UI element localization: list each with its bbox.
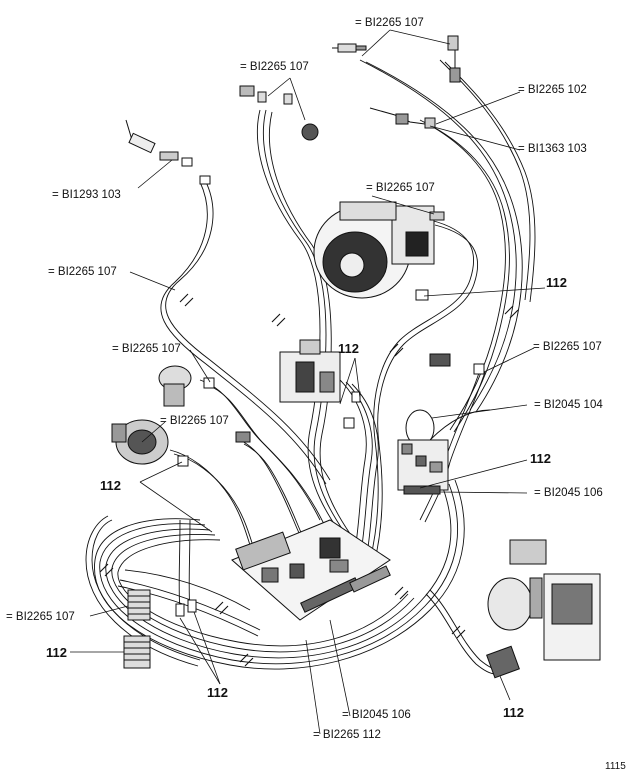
electrode [369,107,436,129]
label-bi2265-107-topleft: = BI2265 107 [240,61,309,73]
label-bi1363-103: = BI1363 103 [518,143,587,155]
label-bi2265-107-motor: = BI2265 107 [160,415,229,427]
label-bi2045-104: = BI2045 104 [534,399,603,411]
ref-112-left: 112 [100,478,121,493]
cut-marks [99,293,519,667]
label-bi2265-107-left: = BI2265 107 [48,266,117,278]
ref-112-pump: 112 [503,705,524,720]
cable-bundles [85,59,536,675]
label-bi2045-106-right: = BI2045 106 [534,487,603,499]
ref-112-fan: 112 [546,275,567,290]
pressure-switch [158,365,215,407]
probe-bi1293 [125,119,211,185]
pcb-right [397,439,449,495]
connector-right-mid [429,353,485,375]
label-bi1293-103: = BI1293 103 [52,189,121,201]
probe-top [332,43,367,53]
label-bi2265-107-bottomleft: = BI2265 107 [6,611,75,623]
plug-top-right [447,35,461,83]
ref-112-pcb: 112 [530,451,551,466]
ref-112-terminals: 112 [46,645,67,660]
label-bi2045-106-bottom: = BI2045 106 [342,709,411,721]
label-bi2265-102: = BI2265 102 [518,84,587,96]
label-bi2265-107-fan: = BI2265 107 [366,182,435,194]
label-bi2265-107-top: = BI2265 107 [355,17,424,29]
gas-valve [279,339,361,429]
main-pcb [231,519,391,621]
leader-lines [70,29,546,735]
pump [486,539,601,679]
label-bi2265-107-switch: = BI2265 107 [112,343,181,355]
label-bi2265-107-right: = BI2265 107 [533,341,602,353]
terminal-blocks [123,589,197,669]
label-bi2265-112: = BI2265 112 [313,729,381,741]
page-number: 1115 [605,761,626,772]
fan [313,201,445,301]
ref-112-valve: 112 [338,341,359,356]
ref-112-bottom: 112 [207,685,228,700]
sensor-top-left [239,85,319,141]
